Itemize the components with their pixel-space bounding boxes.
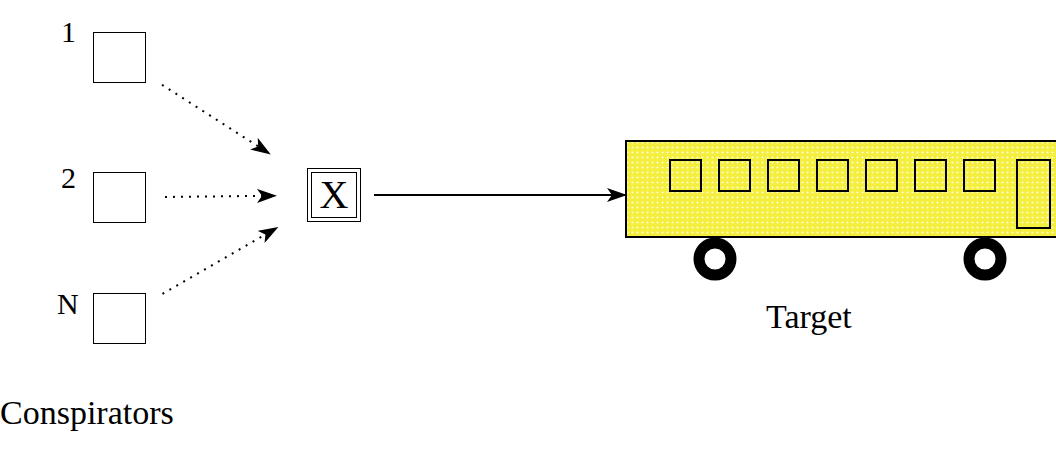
inner-square: X xyxy=(311,172,357,218)
bus-window xyxy=(866,160,897,191)
target-bus: Target xyxy=(625,140,1056,238)
solid-arrow xyxy=(374,194,625,196)
bus-wheel xyxy=(969,243,1001,275)
dotted-arrow xyxy=(162,228,276,294)
bus-window xyxy=(817,160,848,191)
conspirator-box: 1 xyxy=(93,32,146,83)
bus-window xyxy=(719,160,750,191)
bus-window xyxy=(964,160,995,191)
dotted-arrow xyxy=(162,85,269,154)
node-label: N xyxy=(57,289,79,319)
box-symbol: X xyxy=(320,175,349,215)
caption-label: Conspirators xyxy=(0,396,174,430)
bus-window xyxy=(915,160,946,191)
combiner-box: X xyxy=(307,168,361,222)
node-label: Target xyxy=(766,300,852,334)
bus-window xyxy=(768,160,799,191)
bus-door xyxy=(1017,160,1050,228)
node-label: 2 xyxy=(61,163,76,193)
conspirator-box: 2 xyxy=(93,172,146,223)
bus-wheel xyxy=(699,243,731,275)
bus-outline xyxy=(625,140,1056,238)
bus-body xyxy=(626,141,1056,237)
node-label: 1 xyxy=(61,17,76,47)
conspirator-box: N xyxy=(93,293,146,344)
dotted-arrow xyxy=(165,196,275,197)
bus-window xyxy=(670,160,701,191)
